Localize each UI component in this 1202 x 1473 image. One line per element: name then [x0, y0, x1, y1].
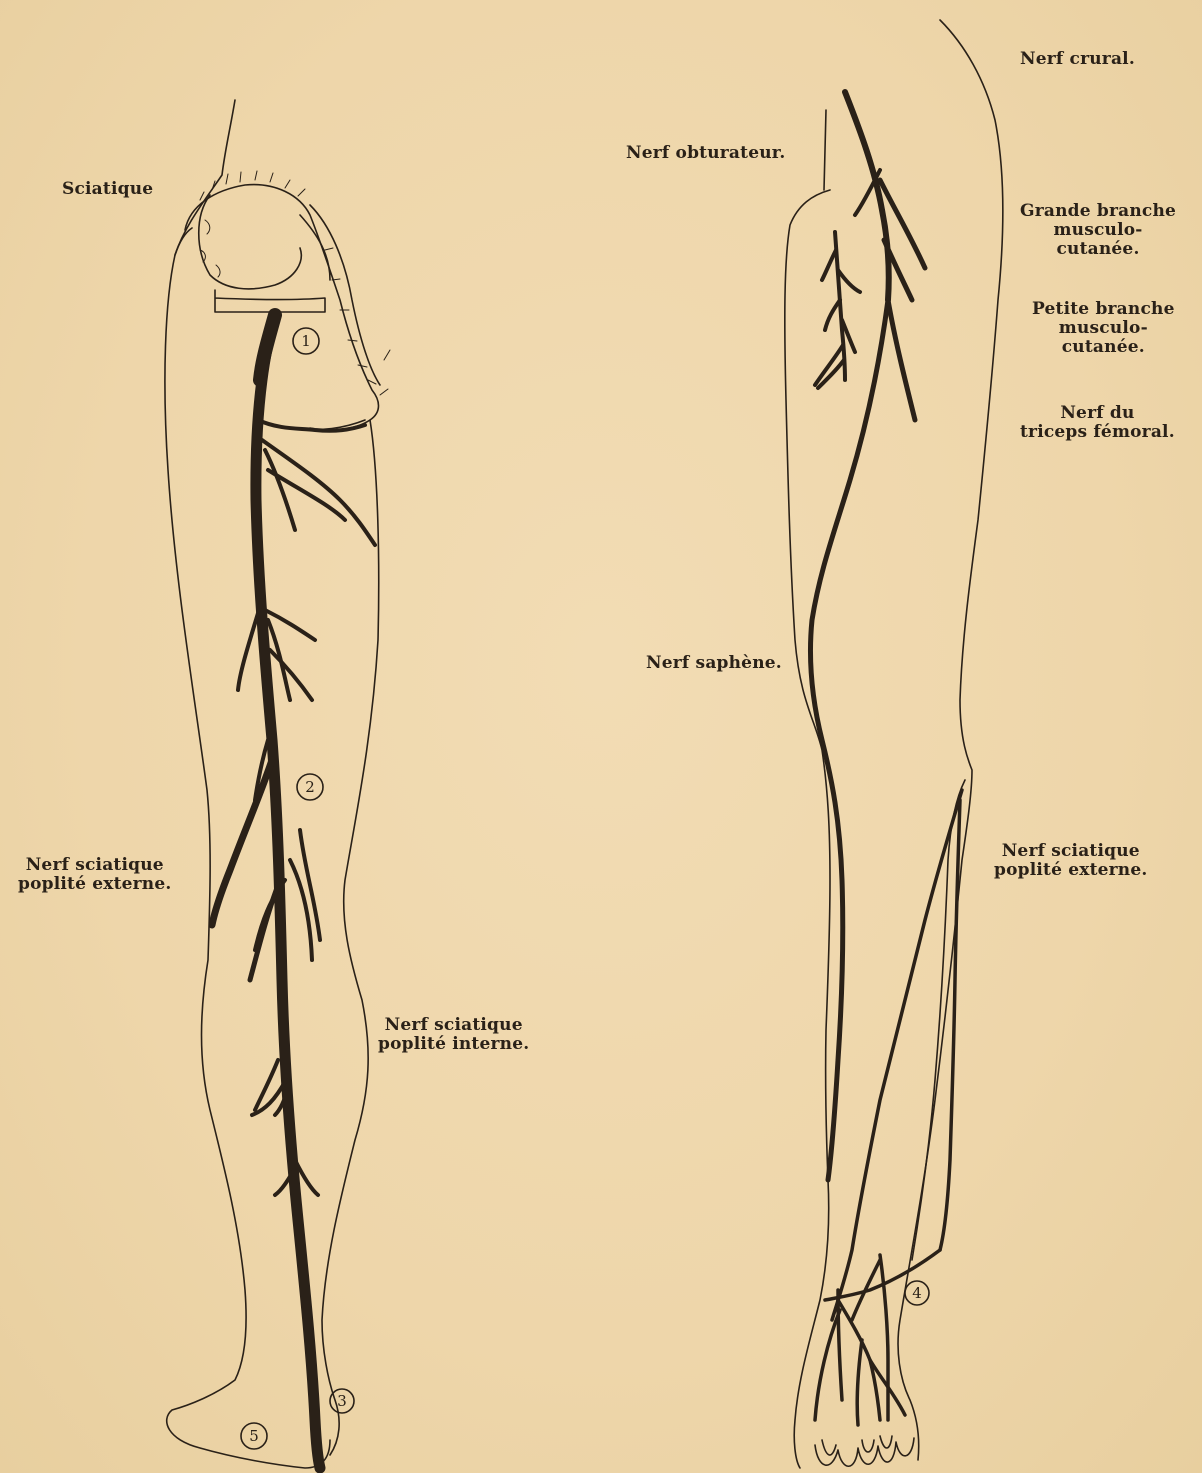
label-nerf-obturateur: Nerf obturateur.	[626, 144, 786, 163]
label-line: musculo-	[1032, 319, 1175, 338]
hip-tissue-texture	[200, 171, 390, 395]
right-femoral-nerve	[845, 92, 925, 420]
label-line: poplité interne.	[378, 1035, 529, 1054]
svg-text:5: 5	[249, 1427, 259, 1445]
svg-text:4: 4	[912, 1284, 922, 1302]
label-line: Nerf sciatique	[378, 1016, 529, 1035]
left-peroneal-nerve	[212, 760, 272, 925]
marker-4: 4	[905, 1281, 929, 1305]
label-line: Nerf sciatique	[994, 842, 1148, 861]
marker-2: 2	[297, 774, 323, 800]
label-sciatique-poplite-externe-left: Nerf sciatique poplité externe.	[18, 856, 172, 894]
right-obturator-branches	[815, 232, 860, 388]
marker-1: 1	[293, 328, 319, 354]
right-saphenous-nerve	[810, 300, 888, 1180]
marker-3: 3	[330, 1389, 354, 1413]
label-nerf-triceps: Nerf du triceps fémoral.	[1020, 404, 1175, 442]
label-nerf-crural: Nerf crural.	[1020, 50, 1135, 69]
label-line: Petite branche	[1032, 300, 1175, 319]
label-line: Nerf sciatique	[18, 856, 172, 875]
label-line: cutanée.	[1020, 240, 1176, 259]
svg-text:1: 1	[301, 332, 311, 350]
label-sciatique: Sciatique	[62, 180, 153, 199]
label-nerf-saphene: Nerf saphène.	[646, 654, 782, 673]
label-line: musculo-	[1020, 221, 1176, 240]
label-line: poplité externe.	[18, 875, 172, 894]
label-line: Grande branche	[1020, 202, 1176, 221]
right-leg-outline	[785, 20, 1003, 1468]
label-petite-branche: Petite branche musculo- cutanée.	[1032, 300, 1175, 357]
svg-text:2: 2	[305, 778, 315, 796]
label-line: cutanée.	[1032, 338, 1175, 357]
label-line: poplité externe.	[994, 861, 1148, 880]
marker-5: 5	[241, 1423, 267, 1449]
label-grande-branche: Grande branche musculo- cutanée.	[1020, 202, 1176, 259]
label-line: triceps fémoral.	[1020, 423, 1175, 442]
label-sciatique-poplite-externe-right: Nerf sciatique poplité externe.	[994, 842, 1148, 880]
label-sciatique-poplite-interne: Nerf sciatique poplité interne.	[378, 1016, 529, 1054]
label-line: Nerf du	[1020, 404, 1175, 423]
svg-text:3: 3	[337, 1392, 347, 1410]
